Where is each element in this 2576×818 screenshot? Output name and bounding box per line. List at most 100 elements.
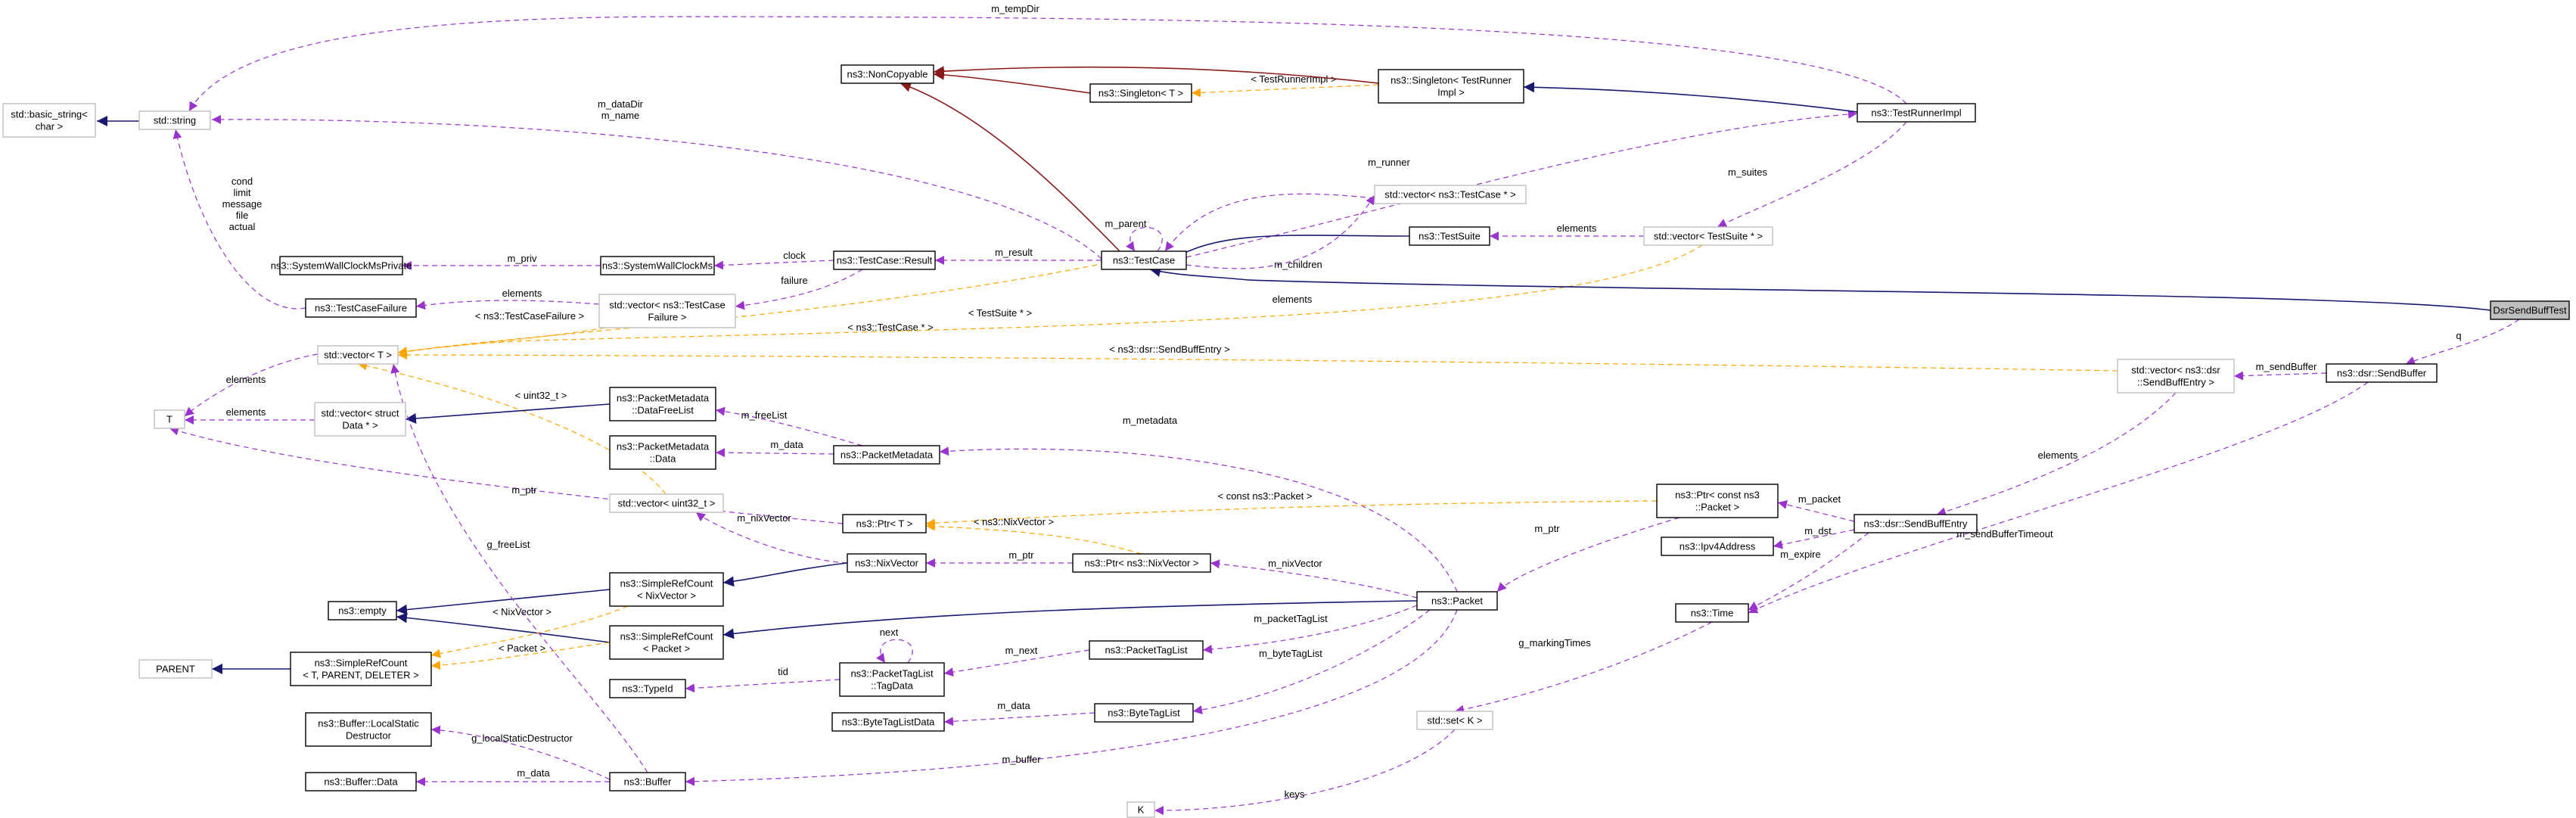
node-vecTestCase[interactable]: std::vector< ns3::TestCase * > — [1374, 185, 1527, 204]
node-label: ns3::Time — [1691, 608, 1734, 619]
node-TagData[interactable]: ns3::PacketTagList::TagData — [839, 662, 945, 697]
node-box[interactable] — [1089, 640, 1204, 660]
node-box[interactable] — [1656, 484, 1779, 518]
node-label: ns3::PacketTagList — [850, 668, 934, 680]
node-box[interactable] — [1857, 103, 1976, 123]
node-stdstring[interactable]: std::string — [138, 110, 211, 130]
node-box[interactable] — [1089, 83, 1192, 103]
node-PMData[interactable]: ns3::PacketMetadata::Data — [609, 435, 716, 470]
e-tagdata-next-line — [876, 639, 913, 664]
node-box[interactable] — [305, 712, 432, 747]
node-PARENT[interactable]: PARENT — [138, 659, 213, 679]
node-box[interactable] — [609, 679, 686, 698]
node-PtrT[interactable]: ns3::Ptr< T > — [842, 514, 927, 533]
node-box[interactable] — [317, 345, 399, 365]
node-box[interactable] — [841, 64, 934, 84]
node-box[interactable] — [154, 409, 185, 429]
node-box[interactable] — [305, 772, 417, 792]
node-PacketTagList[interactable]: ns3::PacketTagList — [1089, 640, 1204, 660]
node-TypeId[interactable]: ns3::TypeId — [609, 679, 686, 698]
node-box[interactable] — [328, 601, 397, 620]
node-Ipv4Address[interactable]: ns3::Ipv4Address — [1661, 537, 1774, 556]
node-box[interactable] — [1416, 591, 1498, 611]
node-box[interactable] — [1374, 185, 1527, 204]
node-K[interactable]: K — [1126, 801, 1155, 818]
node-NixVector[interactable]: ns3::NixVector — [847, 553, 927, 573]
node-box[interactable] — [1854, 514, 1978, 533]
node-vecSendBuffEntry[interactable]: std::vector< ns3::dsr::SendBuffEntry > — [2117, 359, 2235, 393]
node-box[interactable] — [1661, 537, 1774, 556]
node-Buffer[interactable]: ns3::Buffer — [609, 772, 686, 792]
node-box[interactable] — [1072, 553, 1211, 573]
node-box[interactable] — [609, 493, 724, 513]
node-TestCaseResult[interactable]: ns3::TestCase::Result — [833, 250, 936, 270]
node-PacketMetadata[interactable]: ns3::PacketMetadata — [833, 445, 940, 465]
node-SendBuffEntry[interactable]: ns3::dsr::SendBuffEntry — [1854, 514, 1978, 533]
node-DsrSendBuffTest[interactable]: DsrSendBuffTest — [2490, 300, 2570, 320]
node-box[interactable] — [279, 256, 403, 275]
node-box[interactable] — [1409, 226, 1490, 246]
node-box[interactable] — [847, 553, 927, 573]
node-box[interactable] — [305, 298, 417, 318]
node-SRCT[interactable]: ns3::SimpleRefCount< T, PARENT, DELETER … — [290, 652, 432, 686]
node-box[interactable] — [290, 652, 432, 686]
node-box[interactable] — [609, 387, 716, 421]
node-SRCNix[interactable]: ns3::SimpleRefCount< NixVector > — [609, 572, 724, 607]
node-Time[interactable]: ns3::Time — [1675, 603, 1749, 623]
node-Packet[interactable]: ns3::Packet — [1416, 591, 1498, 611]
node-SendBuffer[interactable]: ns3::dsr::SendBuffer — [2326, 363, 2438, 383]
node-setK[interactable]: std::set< K > — [1416, 711, 1493, 730]
node-SRCPacket[interactable]: ns3::SimpleRefCount< Packet > — [609, 625, 724, 660]
node-vecFailure[interactable]: std::vector< ns3::TestCaseFailure > — [598, 294, 736, 328]
node-empty[interactable]: ns3::empty — [328, 601, 397, 620]
node-box[interactable] — [600, 256, 715, 275]
node-box[interactable] — [609, 772, 686, 792]
node-vecTestSuite[interactable]: std::vector< TestSuite * > — [1643, 226, 1773, 246]
node-box[interactable] — [2117, 359, 2235, 393]
node-NonCopyable[interactable]: ns3::NonCopyable — [841, 64, 934, 84]
node-box[interactable] — [1126, 801, 1155, 818]
node-SysClock[interactable]: ns3::SystemWallClockMs — [600, 256, 715, 275]
node-ByteTagListData[interactable]: ns3::ByteTagListData — [831, 712, 945, 732]
node-PtrNixVector[interactable]: ns3::Ptr< ns3::NixVector > — [1072, 553, 1211, 573]
node-box[interactable] — [609, 625, 724, 660]
node-box[interactable] — [842, 514, 927, 533]
node-box[interactable] — [2490, 300, 2570, 320]
node-box[interactable] — [833, 250, 936, 270]
node-vecT[interactable]: std::vector< T > — [317, 345, 399, 365]
node-box[interactable] — [831, 712, 945, 732]
node-box[interactable] — [598, 294, 736, 328]
node-box[interactable] — [2326, 363, 2438, 383]
node-vecUint32[interactable]: std::vector< uint32_t > — [609, 493, 724, 513]
node-PtrConstPacket[interactable]: ns3::Ptr< const ns3::Packet > — [1656, 484, 1779, 518]
node-box[interactable] — [1094, 703, 1194, 723]
node-box[interactable] — [1378, 69, 1524, 104]
node-PMDataFreeList[interactable]: ns3::PacketMetadata::DataFreeList — [609, 387, 716, 421]
node-BufData[interactable]: ns3::Buffer::Data — [305, 772, 417, 792]
node-box[interactable] — [138, 110, 211, 130]
node-box[interactable] — [138, 659, 213, 679]
node-box[interactable] — [609, 435, 716, 470]
node-box[interactable] — [1643, 226, 1773, 246]
node-ByteTagList[interactable]: ns3::ByteTagList — [1094, 703, 1194, 723]
node-box[interactable] — [609, 572, 724, 607]
node-box[interactable] — [1675, 603, 1749, 623]
node-box[interactable] — [833, 445, 940, 465]
node-TestCaseFailure[interactable]: ns3::TestCaseFailure — [305, 298, 417, 318]
node-SingletonT[interactable]: ns3::Singleton< T > — [1089, 83, 1192, 103]
node-T[interactable]: T — [154, 409, 185, 429]
node-TestRunnerImpl[interactable]: ns3::TestRunnerImpl — [1857, 103, 1976, 123]
node-box[interactable] — [314, 402, 406, 437]
node-SingletonTRI[interactable]: ns3::Singleton< TestRunnerImpl > — [1378, 69, 1524, 104]
node-label: ns3::PacketMetadata — [617, 393, 710, 404]
node-TestSuite[interactable]: ns3::TestSuite — [1409, 226, 1490, 246]
node-box[interactable] — [1101, 250, 1187, 270]
node-box[interactable] — [1416, 711, 1493, 730]
node-TestCase[interactable]: ns3::TestCase — [1101, 250, 1187, 270]
node-basicstring[interactable]: std::basic_string<char > — [2, 103, 96, 138]
node-SysClockPriv[interactable]: ns3::SystemWallClockMsPrivate — [271, 256, 412, 275]
node-box[interactable] — [839, 662, 945, 697]
node-box[interactable] — [2, 103, 96, 138]
